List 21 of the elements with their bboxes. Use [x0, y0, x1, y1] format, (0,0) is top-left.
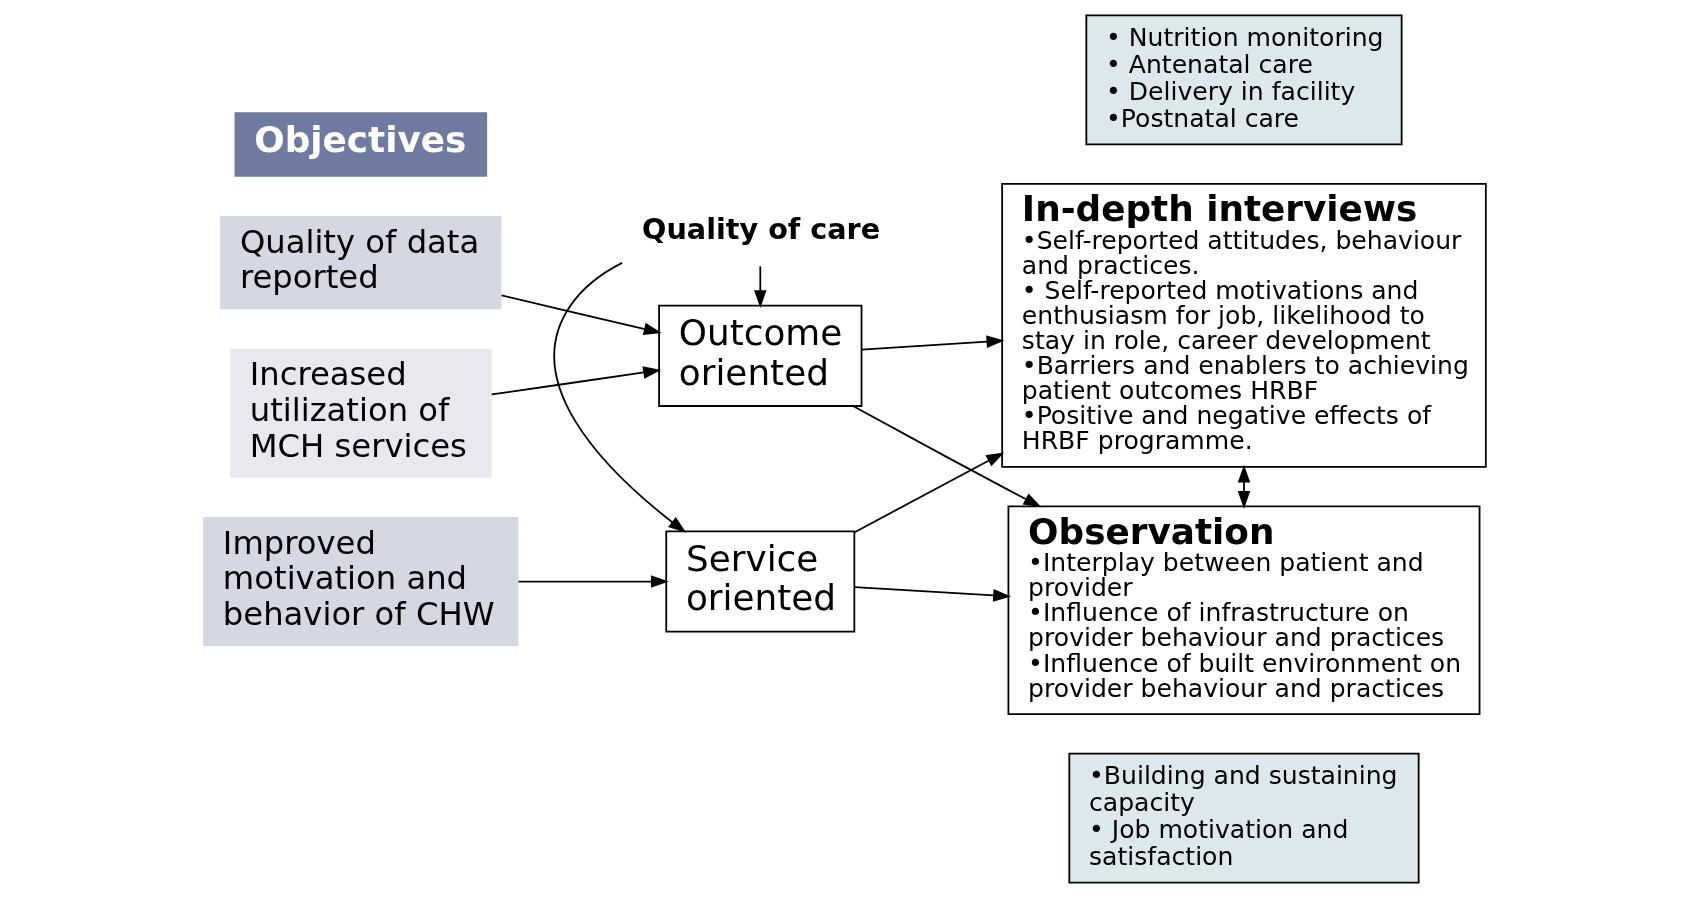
node-text: Quality of care — [642, 212, 881, 247]
arrow — [860, 335, 1005, 351]
node-box: Objectives — [234, 112, 488, 177]
arrow — [853, 586, 1012, 602]
arrow — [490, 366, 662, 396]
node-box: Outcome oriented — [658, 304, 863, 407]
node-box: Service oriented — [665, 530, 856, 633]
arrow — [517, 575, 669, 588]
node-box: Quality of data reported — [220, 216, 502, 310]
arrow — [500, 294, 662, 336]
arrow — [852, 405, 1042, 508]
node-box: • Nutrition monitoring • Antenatal care • Delivery in facility •Postnatal care — [1085, 14, 1403, 146]
node-box: •Building and sustaining capacity • Job motivation and satisfaction — [1068, 752, 1420, 884]
node-box: Observation •Interplay between patient and provider •Influence of infrastructure on provider behaviour and practices •Influence of built environment on provider behaviour and practices — [1007, 505, 1481, 716]
node-box: In-depth interviews •Self-reported attitudes, behaviour and practices. • Self-reported motivations and enthusiasm for job, likelihood to stay in role, career development •Barriers and enablers to achieving patient outcomes HRBF •Positive and negative effects of HRBF programme. — [1001, 182, 1487, 468]
node-box: Increased utilization of MCH services — [230, 348, 492, 478]
arrow — [853, 452, 1005, 534]
arrow — [1237, 464, 1251, 509]
arrow — [553, 262, 687, 533]
arrow — [754, 265, 767, 309]
node-box: Improved motivation and behavior of CHW — [203, 517, 519, 647]
